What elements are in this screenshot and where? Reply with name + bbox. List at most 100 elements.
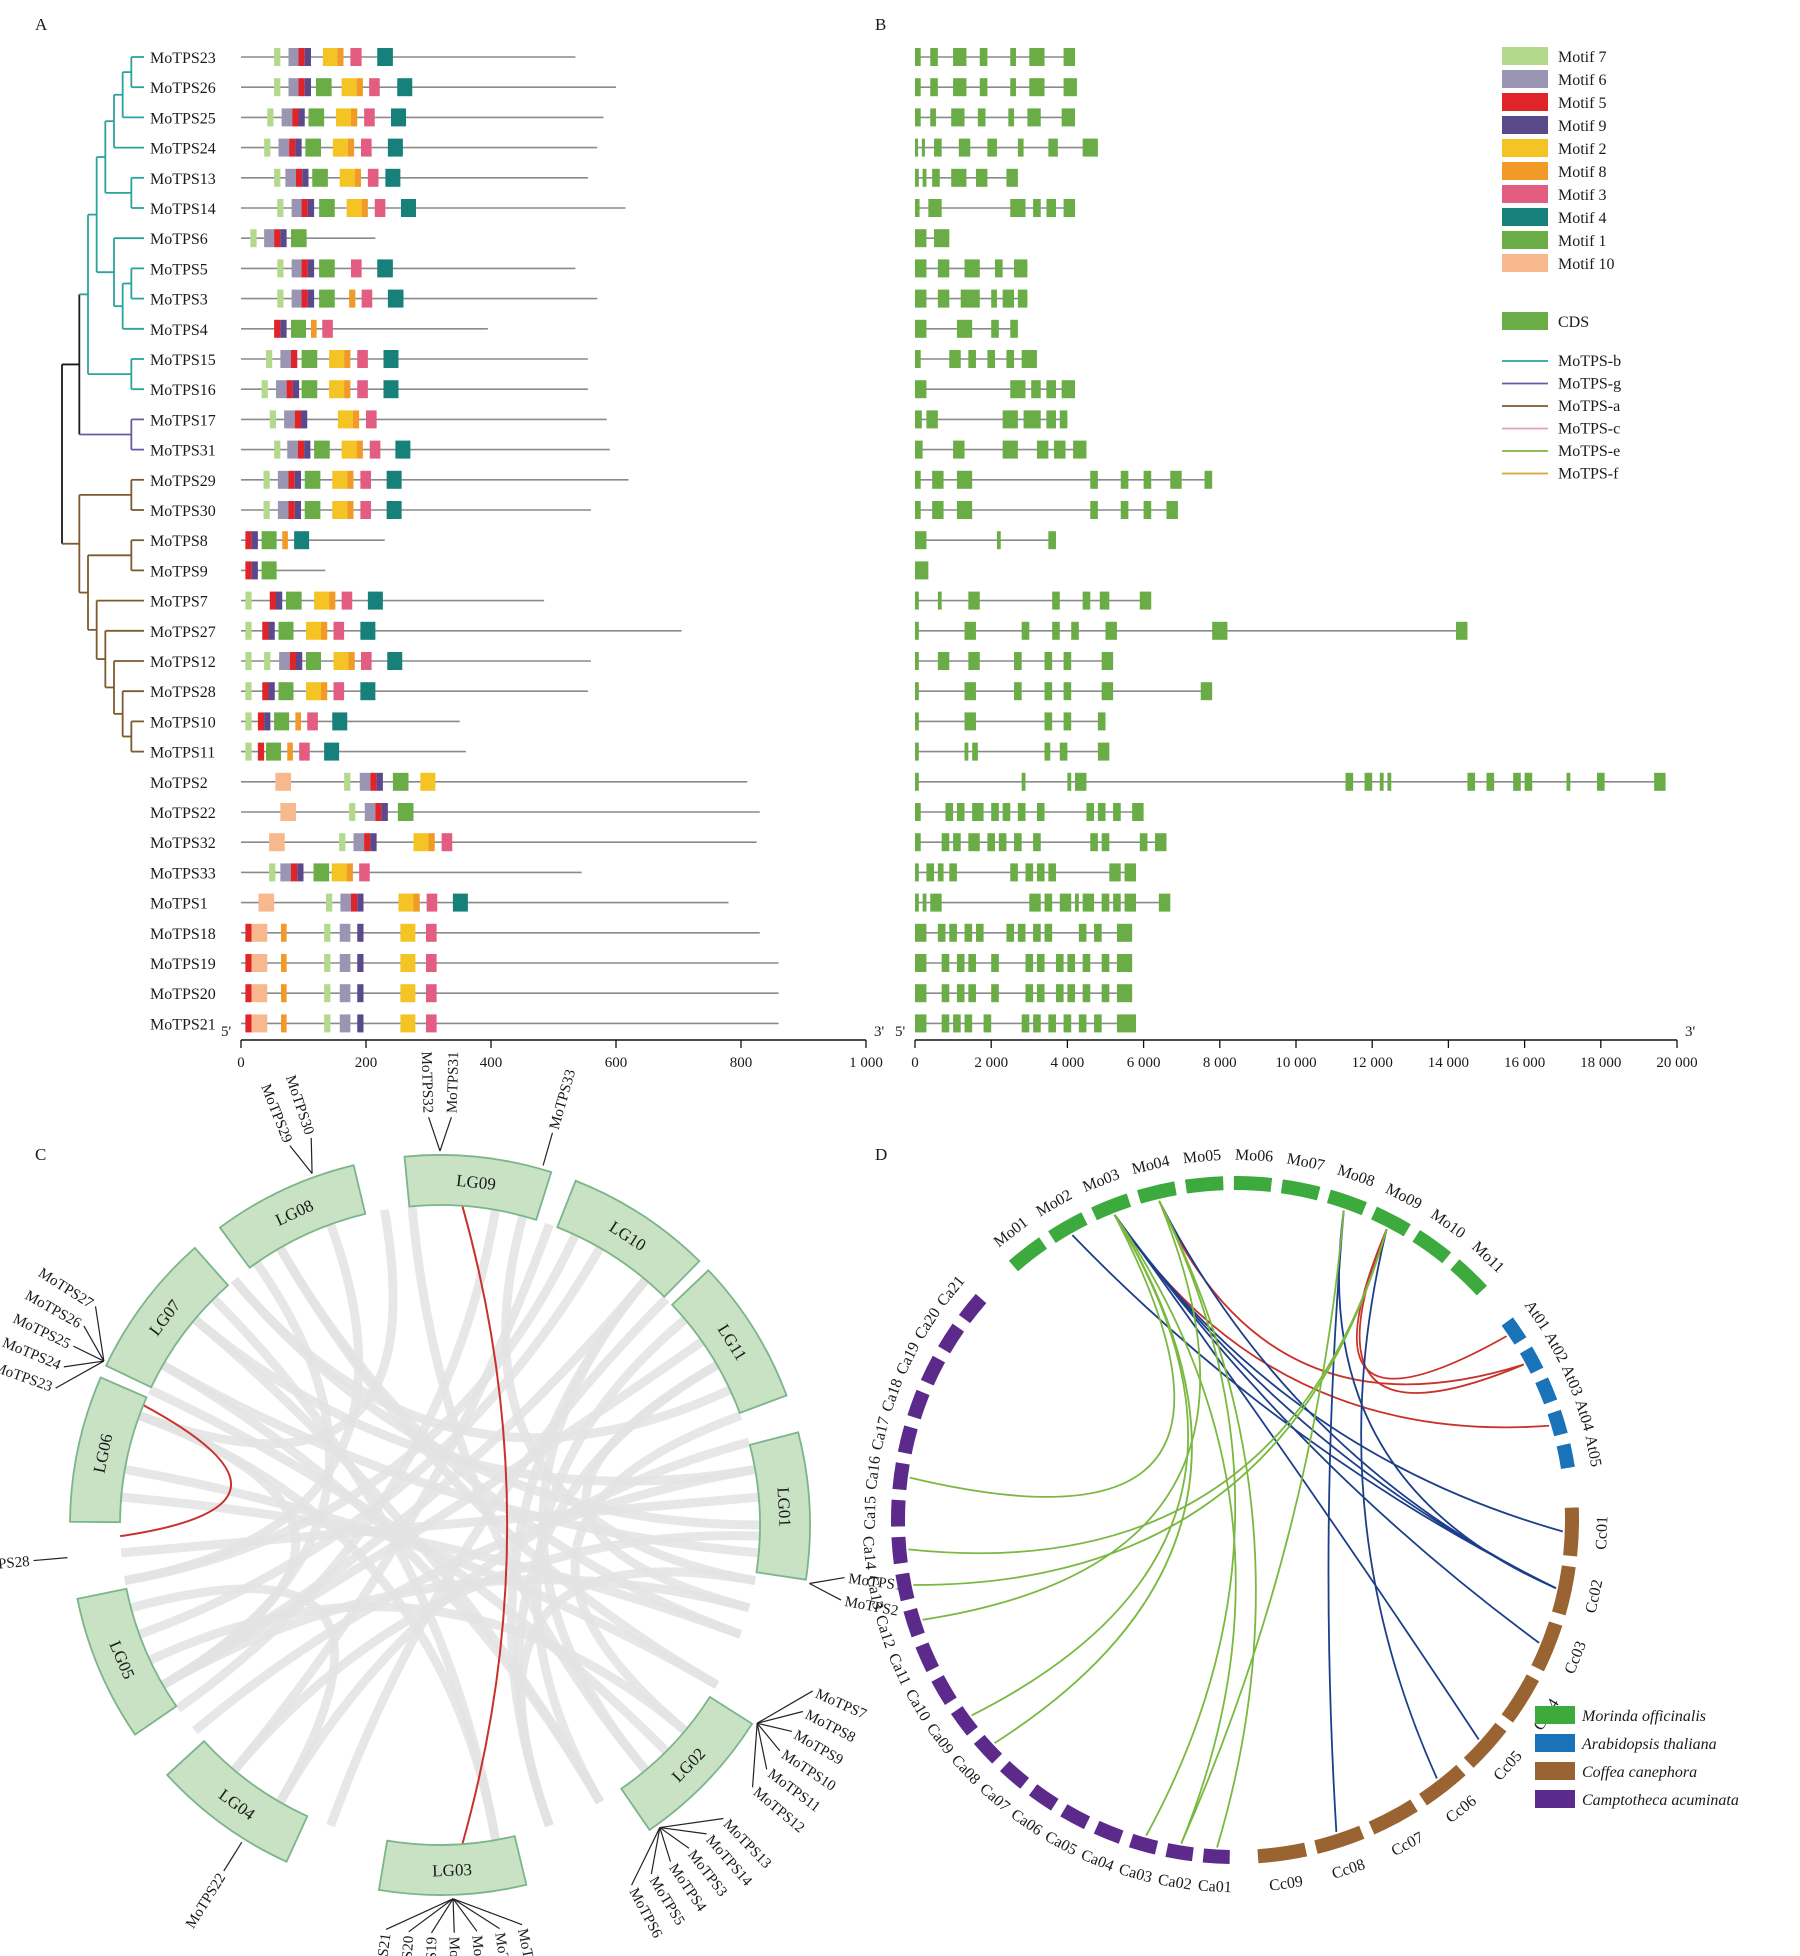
cds-exon-box xyxy=(953,440,965,459)
cds-exon-box xyxy=(1067,984,1076,1003)
cds-exon-box xyxy=(1075,893,1079,912)
cds-exon-box xyxy=(1097,712,1106,731)
motif-4-box xyxy=(397,78,413,97)
motif-7-box xyxy=(245,591,252,610)
motif-10-box xyxy=(251,1014,268,1033)
motif-8-box xyxy=(287,742,293,761)
chromosome-label: LG01 xyxy=(774,1487,795,1528)
gene-label-a: MoTPS26 xyxy=(150,80,216,97)
motif-4-box xyxy=(386,501,402,519)
cds-exon-box xyxy=(1155,833,1167,852)
axis-b-tick-label: 4 000 xyxy=(1051,1055,1085,1071)
motif-2-box xyxy=(306,621,321,640)
cds-exon-box xyxy=(968,591,980,610)
motif-6-box xyxy=(281,108,293,127)
cds-exon-box xyxy=(1002,803,1011,821)
cds-exon-box xyxy=(951,108,965,127)
cds-exon-box xyxy=(915,652,919,670)
chromosome-segment-ca05 xyxy=(1060,1804,1091,1830)
motif-2-box xyxy=(332,501,348,519)
gene-position-label: MoTPS17 xyxy=(468,1935,490,1956)
motif-1-box xyxy=(274,712,290,731)
cds-exon-box xyxy=(1082,984,1091,1003)
motif-5-box xyxy=(269,591,276,610)
cds-exon-box xyxy=(1200,682,1213,701)
cds-exon-box xyxy=(1044,652,1053,670)
motif-7-box xyxy=(245,621,252,640)
motif-8-box xyxy=(356,440,363,459)
motif-6-box xyxy=(264,229,275,248)
cds-exon-box xyxy=(1048,531,1056,550)
motif-5-box xyxy=(297,440,305,459)
cds-exon-box xyxy=(1052,621,1060,640)
motif-6-box xyxy=(339,1014,351,1033)
collinearity-link xyxy=(1145,1200,1237,1837)
gene-label-a: MoTPS5 xyxy=(150,261,208,278)
cds-exon-box xyxy=(915,138,919,157)
motif-3-box xyxy=(307,712,318,731)
axis-a-five-prime: 5' xyxy=(221,1024,232,1040)
chromosome-segment-mo06 xyxy=(1233,1176,1273,1192)
chromosome-segment-cc05 xyxy=(1463,1722,1507,1768)
gene-label-a: MoTPS8 xyxy=(150,533,208,550)
motif-5-box xyxy=(288,501,295,519)
chromosome-block-lg03 xyxy=(377,1835,528,1896)
gene-position-label: MoTPS28 xyxy=(0,1554,30,1575)
cds-exon-box xyxy=(1513,772,1521,791)
collinearity-link xyxy=(1113,1214,1237,1844)
motif-8-box xyxy=(428,833,435,852)
gene-tick-line xyxy=(94,1306,105,1362)
axis-a-tick-label: 0 xyxy=(237,1055,245,1071)
chromosome-segment-label: Ca13 xyxy=(863,1575,886,1611)
motif-2-box xyxy=(331,863,347,882)
cds-exon-box xyxy=(968,984,976,1003)
axis-b-tick-label: 12 000 xyxy=(1352,1055,1393,1071)
cds-exon-box xyxy=(915,531,927,550)
chromosome-segment-mo09 xyxy=(1371,1206,1411,1237)
gene-tick-line xyxy=(659,1827,690,1849)
cds-exon-box xyxy=(937,652,950,670)
chromosome-segment-label: Cc08 xyxy=(1330,1856,1367,1883)
collinearity-link xyxy=(913,1228,1388,1586)
motif-9-box xyxy=(370,833,377,852)
cds-exon-box xyxy=(1071,621,1079,640)
motif-7-box xyxy=(324,1014,331,1033)
collinearity-link xyxy=(1158,1200,1525,1386)
motif-3-box xyxy=(369,78,380,97)
gene-label-a: MoTPS13 xyxy=(150,171,216,188)
axis-a-tick-label: 800 xyxy=(730,1055,753,1071)
chromosome-segment-label: Mo09 xyxy=(1383,1180,1425,1213)
cds-exon-box xyxy=(1017,289,1028,308)
gene-position-label: MoTPS15 xyxy=(514,1927,542,1956)
motif-5-box xyxy=(245,984,252,1003)
cds-exon-box xyxy=(934,229,950,248)
chromosome-segment-label: Ca16 xyxy=(863,1455,884,1491)
chromosome-segment-mo10 xyxy=(1412,1229,1452,1264)
motif-9-box xyxy=(297,863,304,882)
motif-1-box xyxy=(397,803,414,821)
gene-tick-line xyxy=(310,1137,313,1174)
chromosome-segment-ca08 xyxy=(973,1734,1003,1764)
motif-2-box xyxy=(332,470,348,489)
cds-exon-box xyxy=(1029,78,1045,97)
chromosome-segment-ca17 xyxy=(897,1425,918,1455)
motif-9-box xyxy=(292,380,300,399)
cds-exon-box xyxy=(1010,380,1026,399)
motif-6-box xyxy=(339,984,351,1003)
motif-10-box xyxy=(251,923,268,942)
legend-cds-swatch xyxy=(1502,312,1548,330)
cds-exon-box xyxy=(1021,1014,1030,1033)
cds-exon-box xyxy=(915,259,927,278)
gene-position-label: MoTPS20 xyxy=(397,1935,418,1956)
axis-b-five-prime: 5' xyxy=(895,1024,906,1040)
motif-5-box xyxy=(274,319,281,338)
gene-label-a: MoTPS1 xyxy=(150,896,208,913)
motif-6-box xyxy=(279,652,290,670)
cds-exon-box xyxy=(964,742,969,761)
motif-6-box xyxy=(276,380,287,399)
cds-exon-box xyxy=(1654,772,1666,791)
cds-exon-box xyxy=(915,682,919,701)
motif-9-box xyxy=(294,501,301,519)
cds-exon-box xyxy=(1036,863,1045,882)
chromosome-block-lg02 xyxy=(619,1695,754,1832)
